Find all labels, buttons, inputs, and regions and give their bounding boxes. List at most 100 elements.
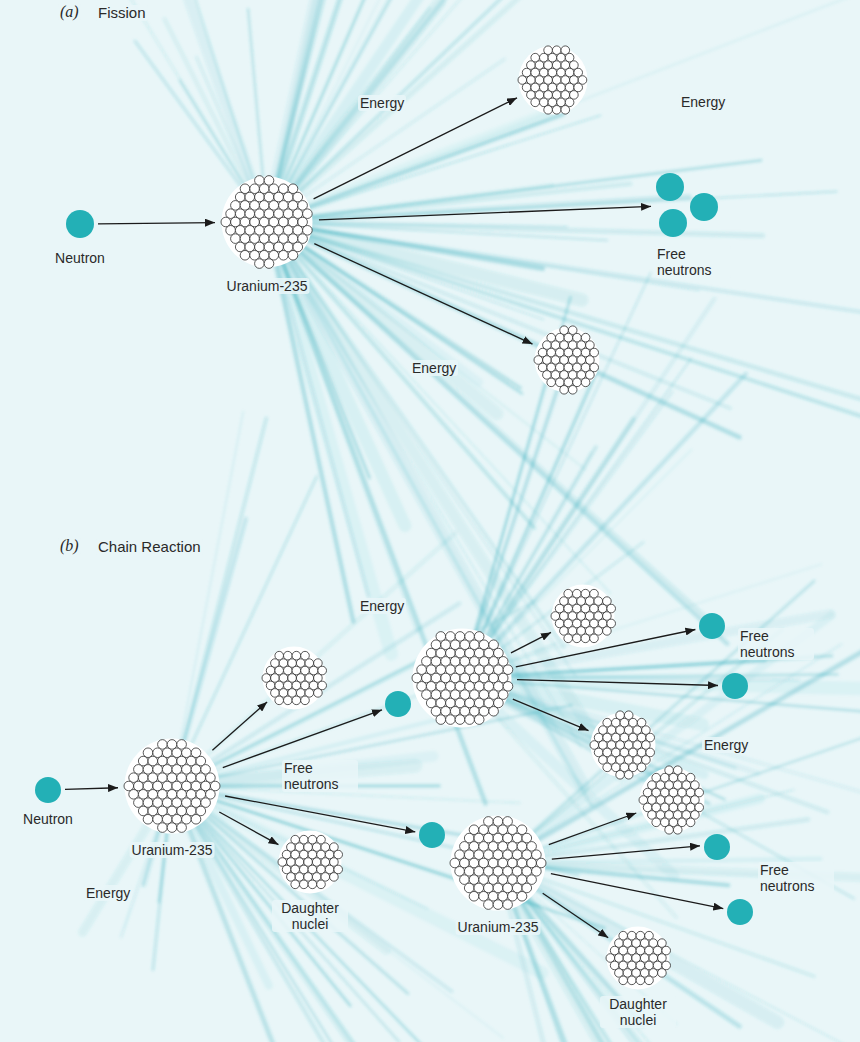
nucleon [628, 961, 637, 970]
nucleon [317, 835, 326, 844]
energy-ray [185, 0, 256, 191]
nucleon [177, 773, 187, 783]
nucleon [308, 835, 317, 844]
energy-ray [510, 661, 764, 676]
nucleon [624, 770, 633, 779]
diagram-label: Energy [679, 94, 727, 110]
neutron-group: Free neutrons [655, 172, 719, 238]
nucleon [269, 217, 279, 227]
nucleon [308, 880, 317, 889]
nucleon [498, 891, 508, 901]
energy-ray [153, 833, 167, 970]
nucleon [291, 850, 300, 859]
nucleon [615, 939, 624, 948]
nucleon [640, 954, 649, 963]
fission-arrow [551, 874, 723, 909]
nucleon [503, 850, 513, 860]
nucleon [158, 773, 168, 783]
nucleon [479, 858, 489, 868]
nucleon [143, 781, 153, 791]
nucleon [226, 209, 236, 219]
nucleon [484, 867, 494, 877]
fission-arrow [513, 699, 589, 731]
nucleon [615, 969, 624, 978]
nucleon [469, 842, 479, 852]
nucleon [321, 858, 330, 867]
nucleon [455, 867, 465, 877]
nucleon [291, 865, 300, 874]
nucleon [182, 781, 192, 791]
nucleon [191, 814, 201, 824]
nucleon [474, 833, 484, 843]
nucleon [153, 798, 163, 808]
nucleon [508, 825, 518, 835]
nucleon [484, 900, 494, 910]
nucleus-base [591, 713, 656, 778]
nucleon [255, 226, 265, 236]
nucleon [446, 715, 456, 725]
nucleon [508, 875, 518, 885]
nucleon [231, 217, 241, 227]
nucleon [162, 781, 172, 791]
nucleon [245, 226, 255, 236]
nucleon [522, 850, 532, 860]
nucleon [148, 773, 158, 783]
nucleon [143, 748, 153, 758]
nucleon [186, 790, 196, 800]
nucleon [196, 773, 206, 783]
nucleus-base [451, 816, 546, 911]
energy-ray [538, 644, 842, 838]
energy-ray [207, 766, 415, 783]
nucleon [512, 883, 522, 893]
nucleon [274, 209, 284, 219]
nucleon [172, 765, 182, 775]
neutron [727, 899, 753, 925]
nucleon [561, 105, 570, 114]
nucleon [330, 858, 339, 867]
nucleon [460, 875, 470, 885]
nucleon [616, 770, 625, 779]
nucleon [493, 833, 503, 843]
energy-ray [277, 0, 459, 190]
nucleon [628, 976, 637, 985]
nucleon [226, 226, 236, 236]
nucleus-base [640, 768, 705, 833]
nucleon [312, 858, 321, 867]
nucleon [162, 765, 172, 775]
nucleon [167, 790, 177, 800]
nucleon [503, 900, 513, 910]
nucleon [235, 226, 245, 236]
nucleon [300, 880, 309, 889]
nucleon [603, 627, 612, 636]
nucleon [134, 765, 144, 775]
diagram-label: Energy [84, 885, 132, 901]
nucleon [489, 706, 499, 716]
nucleon [479, 891, 489, 901]
nucleus-base [125, 739, 220, 834]
nucleon [172, 814, 182, 824]
diagram-label: Free neutrons [282, 760, 358, 792]
nucleus-base [552, 585, 615, 648]
nucleon [240, 250, 250, 260]
nucleon [182, 798, 192, 808]
nucleon [606, 954, 615, 963]
nucleon [312, 843, 321, 852]
nucleon [255, 176, 265, 186]
nucleon [479, 842, 489, 852]
nucleon [508, 891, 518, 901]
nucleus [278, 831, 343, 894]
nucleon [464, 867, 474, 877]
nucleon [278, 858, 287, 867]
nucleon [298, 234, 308, 244]
nucleon [250, 201, 260, 211]
nucleus-base [535, 328, 600, 393]
nucleon [330, 873, 339, 882]
nucleon [560, 385, 569, 394]
energy-ray [83, 816, 154, 932]
nucleon [636, 976, 645, 985]
nucleus-base [279, 831, 342, 894]
particle-label: Uranium-235 [130, 842, 215, 858]
nucleon [240, 201, 250, 211]
energy-ray [193, 816, 434, 1042]
